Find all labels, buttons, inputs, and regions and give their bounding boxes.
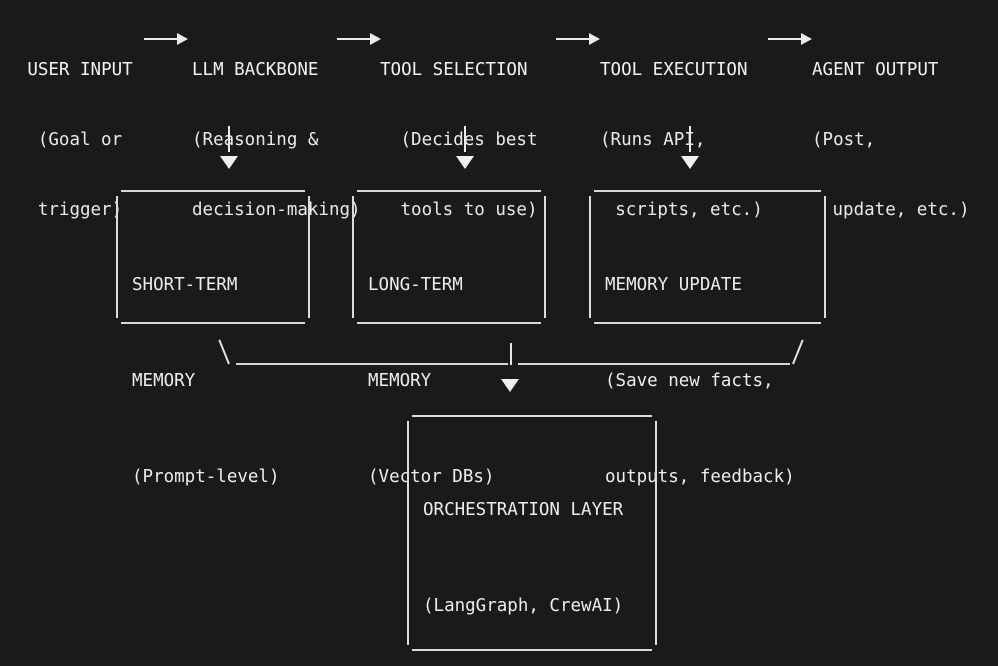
box-orchestration-layer: ORCHESTRATION LAYER (LangGraph, CrewAI) …: [407, 415, 657, 651]
arrow-right-icon-3: [556, 32, 600, 46]
merge-slash-icon: [792, 339, 804, 365]
stage-subline-agent-output-2: update, etc.): [832, 200, 970, 220]
stage-subline-user-input-1: (Goal or: [37, 130, 123, 150]
merge-center-tick-icon: [510, 343, 512, 365]
stage-title-tool-selection: TOOL SELECTION: [380, 60, 528, 80]
merge-connector: [218, 338, 804, 368]
merge-line-right: [518, 363, 790, 365]
down-arrow-icon-1: [220, 156, 238, 169]
box-long-term-memory: LONG-TERM MEMORY (Vector DBs): [352, 190, 546, 487]
down-arrow-icon-4: [501, 379, 519, 392]
pipeline-stage-tool-selection: TOOL SELECTION (Decides best tools to us…: [380, 16, 558, 264]
pipeline-stage-llm-backbone: LLM BACKBONE (Reasoning & decision-makin…: [192, 16, 370, 264]
box-memory-update: MEMORY UPDATE (Save new facts, outputs, …: [589, 190, 826, 487]
box-line: outputs, feedback): [605, 467, 795, 487]
pipeline-stage-user-input: USER INPUT (Goal or trigger): [24, 16, 136, 264]
arrow-right-icon-1: [144, 32, 188, 46]
pipeline-row: USER INPUT (Goal or trigger) LLM BACKBON…: [0, 16, 998, 220]
stage-subline-user-input-2: trigger): [37, 200, 123, 220]
stage-subline-tool-execution-1: (Runs API,: [600, 130, 706, 150]
stage-subline-tool-selection-1: (Decides best: [400, 130, 538, 150]
arrow-right-icon-4: [768, 32, 812, 46]
stage-subline-llm-backbone-2: decision-making): [192, 200, 361, 220]
stage-title-tool-execution: TOOL EXECUTION: [600, 60, 748, 80]
stage-subline-tool-selection-2: tools to use): [400, 200, 538, 220]
stage-subline-tool-execution-2: scripts, etc.): [615, 200, 763, 220]
box-short-term-memory: SHORT-TERM MEMORY (Prompt-level): [116, 190, 310, 487]
box-line: (Save new facts,: [605, 371, 774, 391]
box-line: MEMORY UPDATE: [605, 275, 742, 295]
stage-title-agent-output: AGENT OUTPUT: [812, 60, 939, 80]
stage-subline-agent-output-1: (Post,: [812, 130, 876, 150]
down-arrow-icon-2: [456, 156, 474, 169]
pipeline-stage-tool-execution: TOOL EXECUTION (Runs API, scripts, etc.): [600, 16, 778, 264]
down-arrow-icon-3: [681, 156, 699, 169]
box-line: SHORT-TERM: [132, 275, 238, 295]
box-line: MEMORY: [368, 371, 432, 391]
arrow-right-icon-2: [337, 32, 381, 46]
box-long-term-memory-text: LONG-TERM MEMORY (Vector DBs): [368, 205, 494, 557]
stage-subline-llm-backbone-1: (Reasoning &: [192, 130, 319, 150]
box-orchestration-layer-text: ORCHESTRATION LAYER (LangGraph, CrewAI) …: [423, 430, 623, 666]
box-line: (Vector DBs): [368, 467, 495, 487]
box-line: MEMORY: [132, 371, 196, 391]
pipeline-stage-agent-output: AGENT OUTPUT (Post, update, etc.): [812, 16, 990, 264]
box-line: (Prompt-level): [132, 467, 280, 487]
merge-line-left: [236, 363, 508, 365]
stage-title-llm-backbone: LLM BACKBONE: [192, 60, 319, 80]
box-line: ORCHESTRATION LAYER: [423, 500, 624, 520]
box-short-term-memory-text: SHORT-TERM MEMORY (Prompt-level): [132, 205, 280, 557]
box-line: (LangGraph, CrewAI): [423, 596, 624, 616]
box-line: LONG-TERM: [368, 275, 463, 295]
box-memory-update-text: MEMORY UPDATE (Save new facts, outputs, …: [605, 205, 795, 557]
stage-title-user-input: USER INPUT: [27, 60, 133, 80]
